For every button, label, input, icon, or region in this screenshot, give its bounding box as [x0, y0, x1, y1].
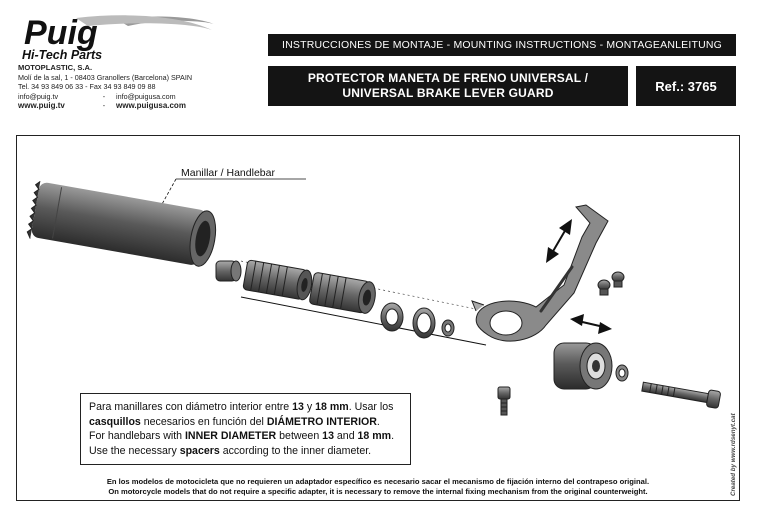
washer-3 — [441, 319, 455, 337]
screw-small-2 — [597, 279, 611, 296]
handlebar-label: Manillar / Handlebar — [181, 167, 275, 179]
company-web-1[interactable]: www.puig.tv — [18, 101, 65, 111]
exploded-diagram: Manillar / Handlebar — [26, 167, 721, 416]
diagram-frame — [16, 135, 740, 501]
info-line-1: Para manillares con diámetro interior en… — [89, 401, 394, 413]
end-plug — [215, 260, 242, 282]
company-name: MOTOPLASTIC, S.A. — [18, 63, 93, 72]
separator: - — [102, 101, 106, 111]
handlebar — [26, 181, 217, 267]
spacer-sleeve-2 — [309, 272, 376, 314]
product-title: PROTECTOR MANETA DE FRENO UNIVERSAL / UN… — [268, 66, 628, 106]
reference-number: Ref.: 3765 — [636, 66, 736, 106]
washer-2 — [412, 307, 436, 339]
lever-guard — [471, 204, 609, 342]
washer-4 — [615, 364, 629, 382]
info-line-2: casquillos necesarios en función del DIÁ… — [89, 415, 380, 428]
instructions-bar: INSTRUCCIONES DE MONTAJE - MOUNTING INST… — [268, 34, 736, 56]
puig-logo: Puig Hi-Tech Parts — [22, 14, 214, 62]
company-email-2[interactable]: info@puigusa.com — [116, 91, 176, 101]
company-phone: Tel. 34 93 849 06 33 - Fax 34 93 849 09 … — [18, 82, 156, 92]
washer-1 — [380, 302, 404, 332]
logo-tagline: Hi-Tech Parts — [22, 48, 102, 62]
counterweight — [553, 342, 613, 390]
screw-small-1 — [611, 271, 625, 288]
company-info: MOTOPLASTIC, S.A. Molí de la sal, 1 - 08… — [18, 63, 258, 111]
footer-note-en: On motorcycle models that do not require… — [108, 487, 648, 496]
company-address: Molí de la sal, 1 - 08403 Granollers (Ba… — [18, 72, 193, 82]
diameter-info-box: Para manillares con diámetro interior en… — [80, 393, 411, 465]
bolt-vertical — [497, 386, 511, 416]
product-title-en: UNIVERSAL BRAKE LEVER GUARD — [342, 86, 554, 100]
credit-text: Created by www.rdsenyt.cat — [730, 413, 737, 496]
product-title-es: PROTECTOR MANETA DE FRENO UNIVERSAL / — [307, 71, 589, 85]
spacer-sleeve-1 — [242, 259, 313, 301]
info-line-4: Use the necessary spacers according to t… — [89, 444, 372, 457]
adjust-arrow-vertical — [546, 219, 572, 263]
separator: - — [102, 91, 106, 101]
company-web-2[interactable]: www.puigusa.com — [116, 101, 186, 111]
long-bolt — [641, 381, 721, 409]
logo-brand: Puig — [24, 14, 98, 52]
company-email-1[interactable]: info@puig.tv — [18, 91, 59, 101]
adjust-arrow-horizontal — [570, 314, 612, 334]
info-line-3: For handlebars with INNER DIAMETER betwe… — [89, 430, 395, 443]
footer-note-es: En los modelos de motocicleta que no req… — [106, 477, 650, 486]
